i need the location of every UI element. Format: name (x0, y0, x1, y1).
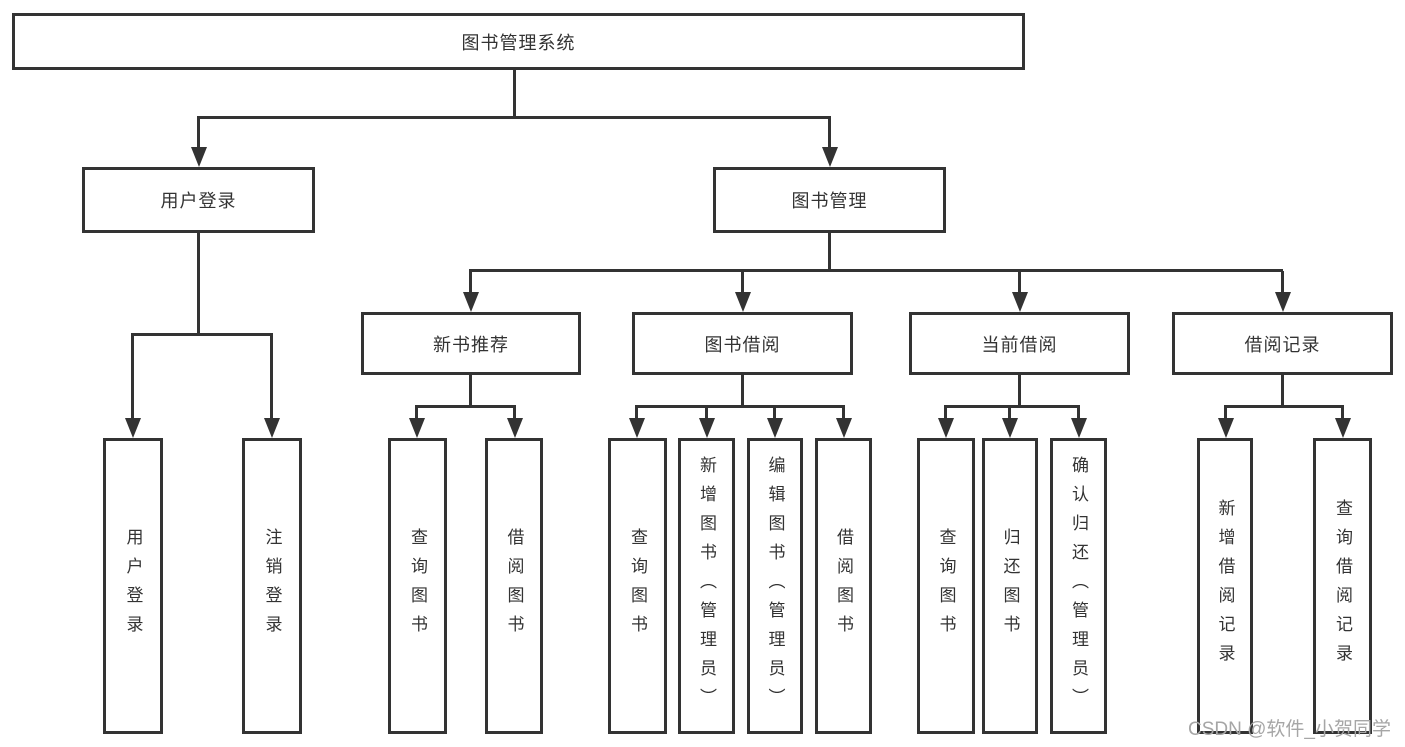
connector-line (1224, 405, 1344, 408)
node-book-borrow: 图书借阅 (632, 312, 853, 375)
arrow-down-icon (125, 418, 141, 438)
node-label: 确认归还（管理员） (1069, 455, 1088, 717)
node-library-system: 图书管理系统 (12, 13, 1025, 70)
connector-line (773, 407, 776, 420)
node-label: 查询借阅记录 (1333, 499, 1352, 673)
node-login: 用户登录 (103, 438, 163, 734)
node-label: 借阅图书 (504, 528, 524, 644)
connector-line (1077, 407, 1080, 420)
arrow-down-icon (507, 418, 523, 438)
node-current-borrow: 当前借阅 (909, 312, 1130, 375)
connector-line (828, 118, 831, 149)
node-record-add: 新增借阅记录 (1197, 438, 1253, 734)
connector-line (741, 375, 744, 407)
connector-line (1018, 271, 1021, 294)
node-label: 归还图书 (1000, 528, 1020, 644)
node-cur-confirm-return-admin: 确认归还（管理员） (1050, 438, 1107, 734)
arrow-down-icon (938, 418, 954, 438)
arrow-down-icon (191, 147, 207, 167)
node-borrow-records: 借阅记录 (1172, 312, 1393, 375)
arrow-down-icon (1335, 418, 1351, 438)
node-label: 用户登录 (160, 191, 237, 211)
node-label: 借阅图书 (834, 528, 853, 644)
node-label: 新增图书（管理员） (697, 455, 716, 717)
connector-line (469, 269, 1283, 272)
node-label: 查询图书 (936, 528, 956, 644)
node-cur-query-book: 查询图书 (917, 438, 975, 734)
arrow-down-icon (264, 418, 280, 438)
node-label: 图书管理 (791, 191, 868, 211)
connector-line (635, 407, 638, 420)
arrow-down-icon (629, 418, 645, 438)
arrow-down-icon (767, 418, 783, 438)
connector-line (828, 233, 831, 271)
arrow-down-icon (836, 418, 852, 438)
arrow-down-icon (1275, 292, 1291, 312)
connector-line (415, 405, 516, 408)
csdn-watermark: CSDN @软件_小贺同学 (1188, 719, 1391, 740)
arrow-down-icon (409, 418, 425, 438)
node-bor-query-book: 查询图书 (608, 438, 667, 734)
node-label: 编辑图书（管理员） (765, 455, 785, 717)
connector-line (1341, 407, 1344, 420)
node-bor-borrow-book: 借阅图书 (815, 438, 872, 734)
connector-line (1281, 375, 1284, 407)
connector-line (415, 407, 418, 420)
arrow-down-icon (1218, 418, 1234, 438)
node-label: 借阅记录 (1244, 334, 1321, 355)
arrow-down-icon (1071, 418, 1087, 438)
connector-line (705, 407, 708, 420)
connector-line (635, 405, 845, 408)
connector-line (197, 116, 831, 119)
connector-line (131, 335, 134, 420)
connector-line (1281, 271, 1284, 294)
node-logout: 注销登录 (242, 438, 302, 734)
connector-line (1224, 407, 1227, 420)
node-cur-return-book: 归还图书 (982, 438, 1038, 734)
arrow-down-icon (463, 292, 479, 312)
node-label: 图书管理系统 (461, 32, 576, 53)
node-label: 查询图书 (408, 528, 427, 644)
node-rec-query-book: 查询图书 (388, 438, 447, 734)
node-bor-edit-book-admin: 编辑图书（管理员） (747, 438, 803, 734)
arrow-down-icon (735, 292, 751, 312)
node-bor-add-book-admin: 新增图书（管理员） (678, 438, 735, 734)
node-book-management: 图书管理 (713, 167, 946, 233)
connector-line (1008, 407, 1011, 420)
node-user-login: 用户登录 (82, 167, 315, 233)
node-new-book-recommend: 新书推荐 (361, 312, 581, 375)
connector-line (197, 118, 200, 149)
connector-line (197, 233, 200, 335)
node-label: 新增借阅记录 (1215, 499, 1235, 673)
connector-line (741, 271, 744, 294)
connector-line (469, 271, 472, 294)
connector-line (270, 335, 273, 420)
node-label: 注销登录 (262, 528, 282, 644)
arrow-down-icon (822, 147, 838, 167)
connector-line (842, 407, 845, 420)
connector-line (944, 405, 1080, 408)
node-rec-borrow-book: 借阅图书 (485, 438, 543, 734)
node-record-query: 查询借阅记录 (1313, 438, 1372, 734)
node-label: 新书推荐 (433, 334, 509, 355)
connector-line (469, 375, 472, 407)
node-label: 查询图书 (628, 528, 647, 644)
connector-line (513, 70, 516, 118)
connector-line (944, 407, 947, 420)
arrow-down-icon (1012, 292, 1028, 312)
node-label: 当前借阅 (981, 334, 1058, 355)
node-label: 图书借阅 (704, 334, 781, 355)
arrow-down-icon (699, 418, 715, 438)
connector-line (513, 407, 516, 420)
connector-line (1018, 375, 1021, 407)
node-label: 用户登录 (123, 528, 143, 644)
arrow-down-icon (1002, 418, 1018, 438)
connector-line (131, 333, 273, 336)
